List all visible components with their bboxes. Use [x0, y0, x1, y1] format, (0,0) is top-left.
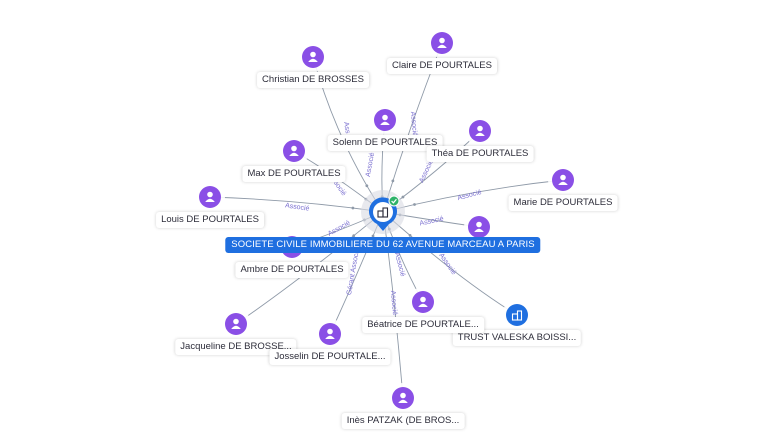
person-icon [205, 191, 215, 202]
edge-label-marie: Associé [457, 189, 483, 202]
person-icon [289, 145, 299, 156]
node-label-jacqueline[interactable]: Jacqueline DE BROSSE... [175, 339, 297, 355]
building-icon [511, 310, 523, 321]
edge-label-solenn: Associé [365, 152, 376, 177]
edge-arrow-jacqueline [352, 234, 356, 238]
edge-label-thea: Associé [418, 159, 435, 184]
center-company-node[interactable] [361, 190, 405, 234]
node-label-max[interactable]: Max DE POURTALES [242, 166, 346, 182]
edge-label-trust: Associé [437, 252, 457, 276]
node-label-josselin[interactable]: Josselin DE POURTALE... [269, 349, 391, 365]
edge-label-ines: Associé [389, 290, 398, 315]
edge-label-claire: Associé [409, 111, 418, 136]
edge-arrow-josselin [371, 234, 375, 238]
node-label-louis[interactable]: Louis DE POURTALES [156, 212, 264, 228]
node-jacqueline[interactable] [221, 309, 251, 339]
node-josselin[interactable] [315, 319, 345, 349]
node-christian[interactable] [298, 42, 328, 72]
node-ines[interactable] [388, 383, 418, 413]
node-trust[interactable] [502, 300, 532, 330]
person-icon [398, 392, 408, 403]
node-beatrice[interactable] [408, 287, 438, 317]
edge-arrow-trust [408, 234, 412, 237]
edge-arrow-marie [413, 203, 416, 206]
person-icon [308, 51, 318, 62]
edge-arrow-louis [351, 206, 355, 210]
edge-label-louis: Associé [285, 202, 310, 212]
node-label-ambre[interactable]: Ambre DE POURTALES [235, 262, 349, 278]
edge-label-beatrice: Associé [393, 252, 406, 278]
person-icon [231, 318, 241, 329]
person-icon [325, 328, 335, 339]
node-solenn[interactable] [370, 105, 400, 135]
person-icon [474, 221, 484, 232]
center-company-label[interactable]: SOCIETE CIVILE IMMOBILIERE DU 62 AVENUE … [225, 237, 541, 253]
edge-label-hidden: Associé [419, 216, 445, 228]
node-louis[interactable] [195, 182, 225, 212]
node-hidden[interactable] [464, 212, 494, 242]
check-icon [388, 195, 400, 207]
person-icon [418, 296, 428, 307]
edge-trust [382, 211, 518, 316]
nodes-layer [195, 28, 578, 413]
person-icon [558, 174, 568, 185]
edge-label-christian: Ass [342, 121, 351, 134]
node-max[interactable] [279, 136, 309, 166]
node-label-thea[interactable]: Théa DE POURTALES [426, 146, 534, 162]
edge-arrow-claire [391, 179, 395, 183]
node-label-trust[interactable]: TRUST VALESKA BOISSI... [452, 330, 582, 346]
person-icon [475, 125, 485, 136]
edge-arrow-thea [401, 195, 405, 199]
node-marie[interactable] [548, 165, 578, 195]
node-label-marie[interactable]: Marie DE POURTALES [508, 195, 618, 211]
node-label-claire[interactable]: Claire DE POURTALES [387, 58, 497, 74]
edge-label-ambre: Associé [327, 219, 352, 237]
person-icon [380, 114, 390, 125]
person-icon [437, 37, 447, 48]
node-label-ines[interactable]: Inès PATZAK (DE BROS... [341, 413, 465, 429]
building-icon [377, 207, 389, 218]
edge-arrow-christian [365, 184, 369, 188]
node-thea[interactable] [465, 116, 495, 146]
node-label-christian[interactable]: Christian DE BROSSES [257, 72, 369, 88]
node-label-solenn[interactable]: Solenn DE POURTALES [327, 135, 443, 151]
node-claire[interactable] [427, 28, 457, 58]
node-label-beatrice[interactable]: Béatrice DE POURTALE... [362, 317, 484, 333]
